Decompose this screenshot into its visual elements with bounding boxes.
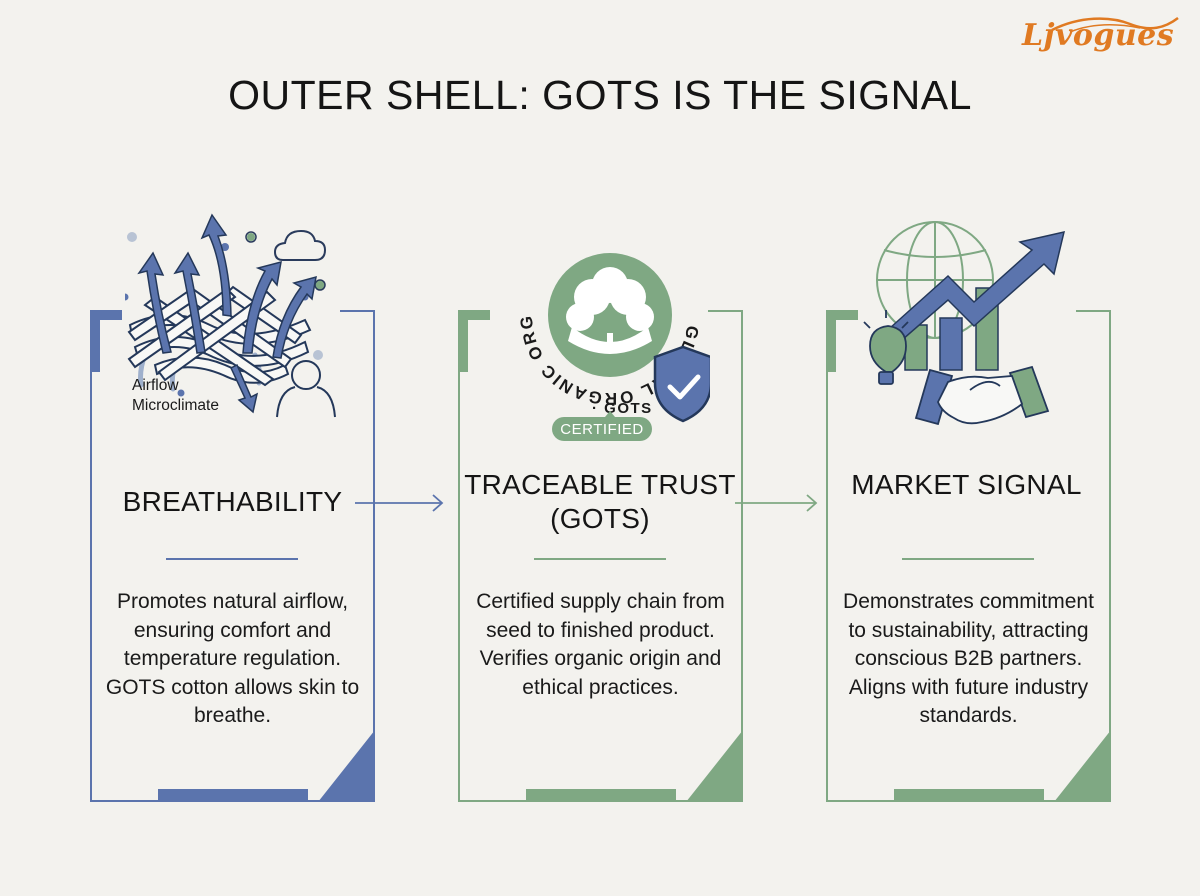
card-heading: MARKET SIGNAL — [851, 469, 1082, 500]
card-divider — [166, 558, 298, 560]
market-growth-handshake-icon — [863, 221, 1066, 425]
card-heading: TRACEABLE TRUST (GOTS) — [464, 469, 736, 534]
card-description: Demonstrates commitment to sustainabilit… — [843, 590, 1094, 727]
card-divider — [902, 558, 1034, 560]
card-frame — [826, 310, 1111, 802]
card-frame — [458, 310, 743, 802]
woven-fabric-airflow-icon — [125, 213, 336, 418]
card-description: Certified supply chain from seed to fini… — [476, 590, 725, 699]
card-market-signal: MARKET SIGNAL Demonstrates commitment to… — [826, 310, 1111, 802]
gots-certified-badge-icon: GLOBAL ORGANIC ORGANIC COTT · GOTS CERTI… — [510, 215, 710, 441]
page-title: OUTER SHELL: GOTS IS THE SIGNAL — [228, 72, 972, 118]
card-description: Promotes natural airflow, ensuring comfo… — [105, 590, 360, 727]
certified-label: CERTIFIED — [560, 421, 643, 438]
arrow-right-icon — [355, 494, 444, 512]
card-breathability: BREATHABILITY Promotes natural airflow, … — [90, 310, 375, 802]
logo-swoosh-icon — [1051, 17, 1179, 33]
card-divider — [534, 558, 666, 560]
badge-bottom-text: · GOTS — [592, 400, 653, 417]
card-heading: BREATHABILITY — [122, 486, 343, 517]
brand-logo: Ljvogues — [1022, 18, 1175, 53]
card-traceable-trust: TRACEABLE TRUST (GOTS) Certified supply … — [458, 310, 743, 802]
caption-line-1: Airflow — [132, 377, 179, 394]
card-frame — [90, 310, 375, 802]
caption-line-2: Microclimate — [132, 397, 219, 414]
icon-caption: Airflow Microclimate — [132, 376, 219, 416]
arrow-right-icon — [735, 494, 818, 512]
